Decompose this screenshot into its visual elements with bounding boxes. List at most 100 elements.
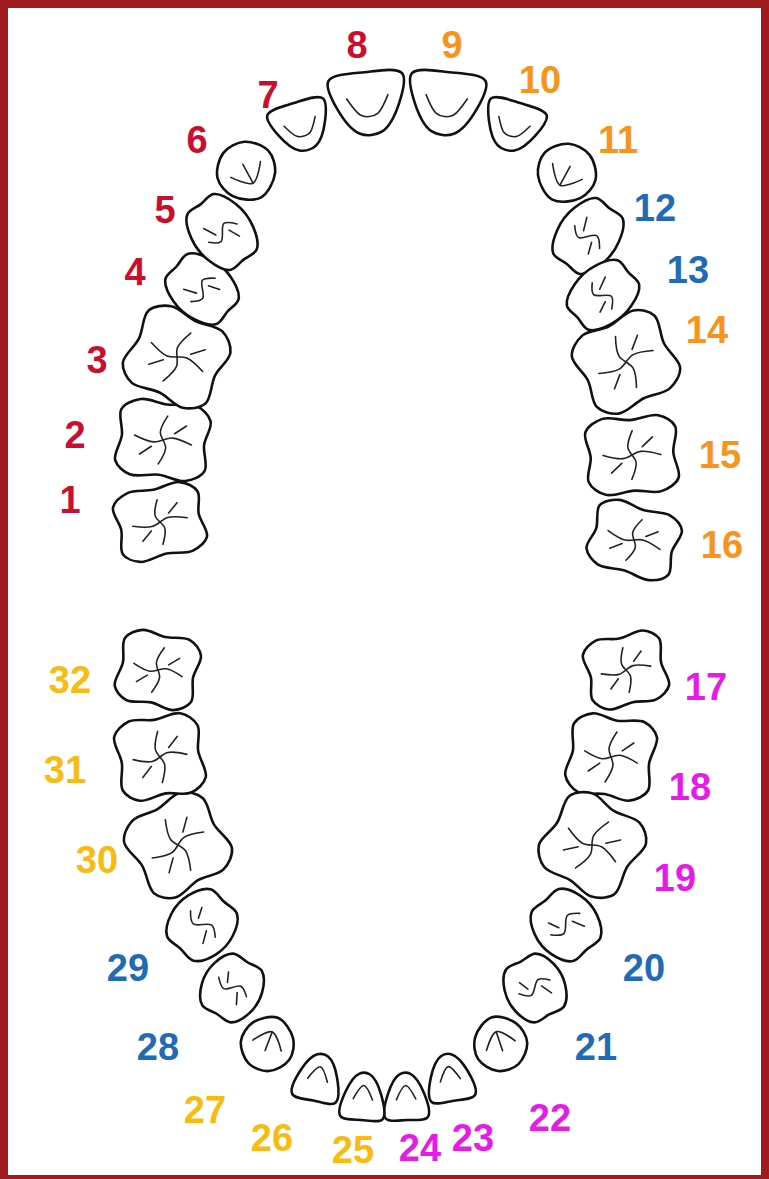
tooth-fissure <box>609 679 620 689</box>
tooth-number: 23 <box>452 1119 494 1157</box>
tooth-fissure <box>347 95 390 119</box>
tooth-crown <box>110 478 210 566</box>
tooth-fissure <box>284 117 320 141</box>
tooth-fissure <box>199 931 211 944</box>
tooth-crown <box>339 1071 387 1122</box>
tooth-fissure <box>133 750 187 765</box>
tooth-crown <box>423 1050 477 1105</box>
tooth-fissure <box>167 503 179 513</box>
tooth-number: 18 <box>669 768 711 806</box>
tooth-fissure <box>229 227 239 239</box>
tooth-fissure <box>396 1085 416 1100</box>
tooth-fissure <box>265 1032 272 1051</box>
tooth-fissure <box>140 445 152 455</box>
tooth-fissure <box>224 972 233 983</box>
tooth-fissure <box>141 531 153 541</box>
tooth-outline <box>404 68 487 139</box>
tooth-outline <box>562 710 660 804</box>
tooth-fissure <box>548 908 583 940</box>
tooth-number: 7 <box>257 76 278 114</box>
tooth-number: 25 <box>332 1131 374 1169</box>
tooth-crown <box>116 783 240 906</box>
tooth-outline <box>466 1009 534 1078</box>
tooth-outline <box>113 396 213 484</box>
tooth-number: 24 <box>399 1129 441 1167</box>
tooth-fissure <box>603 450 661 460</box>
tooth-fissure <box>598 346 654 378</box>
tooth-outline <box>477 94 549 159</box>
tooth-outline <box>582 494 686 586</box>
tooth-fissure <box>646 529 658 540</box>
tooth-fissure <box>438 1065 460 1082</box>
tooth-number: 19 <box>654 859 696 897</box>
tooth-fissure <box>208 282 219 293</box>
tooth-crown <box>404 68 487 139</box>
tooth-crown <box>565 302 688 422</box>
tooth-fissure <box>133 662 183 678</box>
tooth-fissure <box>175 425 187 435</box>
tooth-fissure <box>496 1032 502 1051</box>
tooth-outline <box>383 1072 430 1121</box>
tooth-outline <box>494 947 575 1030</box>
tooth-fissure <box>606 834 621 849</box>
tooth-number: 32 <box>49 661 91 699</box>
tooth-fissure <box>597 302 608 312</box>
tooth-number: 16 <box>701 526 743 564</box>
tooth-crown <box>582 494 686 586</box>
tooth-outline <box>112 626 205 714</box>
tooth-fissure <box>308 1065 331 1083</box>
tooth-fissure <box>167 736 178 747</box>
tooth-fissure <box>611 463 622 473</box>
tooth-crown <box>290 1049 346 1105</box>
tooth-fissure <box>545 163 582 193</box>
tooth-outline <box>111 710 208 804</box>
tooth-fissure <box>353 1085 373 1100</box>
tooth-outline <box>529 783 654 907</box>
tooth-fissure <box>169 656 180 666</box>
tooth-fissure <box>482 1027 515 1050</box>
tooth-fissure <box>494 117 530 141</box>
tooth-fissure <box>184 285 197 297</box>
tooth-number: 28 <box>137 1028 179 1066</box>
tooth-crown <box>327 68 410 139</box>
tooth-number: 10 <box>519 61 561 99</box>
tooth-fissure <box>632 651 643 661</box>
tooth-outline <box>339 1071 387 1122</box>
tooth-fissure <box>642 437 653 447</box>
tooth-number: 30 <box>76 841 118 879</box>
tooth-outline <box>565 302 688 422</box>
tooth-crown <box>494 947 575 1030</box>
tooth-number: 22 <box>529 1099 571 1137</box>
tooth-fissure <box>519 981 527 992</box>
tooth-fissure <box>149 355 163 369</box>
tooth-fissure <box>253 1026 286 1050</box>
tooth-fissure <box>195 907 205 918</box>
tooth-fissure <box>151 827 204 862</box>
tooth-fissure <box>563 841 578 856</box>
tooth-fissure <box>622 741 634 752</box>
tooth-outline <box>423 1050 477 1105</box>
tooth-fissure <box>628 335 642 349</box>
tooth-number: 26 <box>251 1119 293 1157</box>
tooth-fissure <box>585 242 595 254</box>
tooth-number: 31 <box>44 751 86 789</box>
tooth-crown <box>383 1072 430 1121</box>
tooth-crown <box>529 783 654 907</box>
tooth-fissure <box>134 433 192 446</box>
tooth-number: 13 <box>667 251 709 289</box>
tooth-fissure <box>243 164 253 183</box>
page-ground <box>8 8 761 1175</box>
tooth-fissure <box>610 540 622 551</box>
tooth-outline <box>110 478 210 566</box>
tooth-crown <box>584 414 680 497</box>
tooth-crown <box>477 94 549 159</box>
tooth-crown <box>207 132 287 212</box>
tooth-fissure <box>572 917 584 930</box>
tooth-fissure <box>517 975 552 1000</box>
tooth-outline <box>290 1049 346 1105</box>
tooth-number: 11 <box>598 121 638 159</box>
tooth-crown <box>562 710 660 804</box>
tooth-fissure <box>596 277 609 289</box>
tooth-fissure <box>601 662 651 678</box>
